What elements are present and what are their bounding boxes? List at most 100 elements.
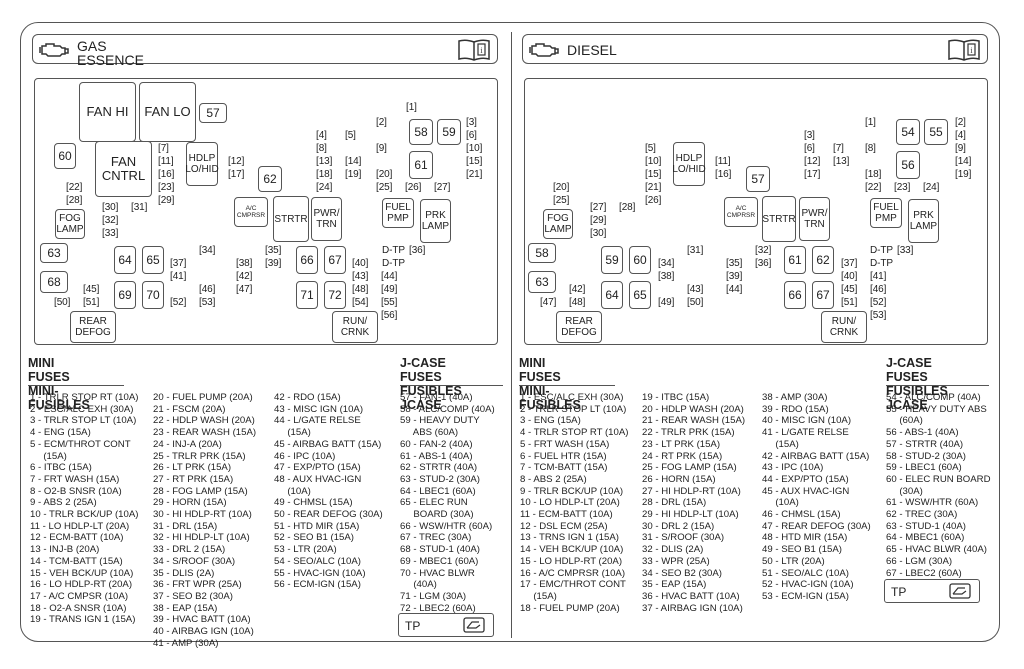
diesel-title: DIESEL — [567, 42, 617, 58]
gas-title: GAS ESSENCE — [77, 38, 144, 68]
fuse-legend-entry: 37 - SEO B2 (30A) — [153, 590, 233, 602]
fuse-legend-entry: 46 - CHMSL (15A) — [762, 509, 841, 521]
fuse-legend-entry: (40A) — [400, 579, 437, 591]
mini-fuse-39: [39] — [726, 271, 743, 282]
mini-fuse-48: [48] — [352, 284, 369, 295]
fuse-legend-entry: 26 - LT PRK (15A) — [153, 462, 232, 474]
fuse-63: 63 — [528, 271, 556, 293]
fuse-legend-entry: (10A) — [274, 485, 311, 497]
fuse-legend-entry: 23 - REAR WASH (15A) — [153, 427, 257, 439]
fuse-legend-entry: (15A) — [762, 438, 799, 450]
engine-icon — [529, 43, 559, 57]
mini-fuse-29: [29] — [590, 215, 607, 226]
mini-fuse-21: [21] — [645, 182, 662, 193]
mini-fuse-23: [23] — [894, 182, 911, 193]
mini-fuse-43: [43] — [352, 271, 369, 282]
fuse-legend-entry: 27 - RT PRK (15A) — [153, 473, 234, 485]
mini-fuse-53: [53] — [870, 310, 887, 321]
fuse-legend-entry: 22 - HDLP WASH (20A) — [153, 415, 255, 427]
fuse-legend-entry: 1 - TRLR STOP RT (10A) — [30, 392, 139, 403]
relay-fuel-pmp: FUEL PMP — [870, 198, 902, 228]
fuse-legend-entry: 70 - HVAC BLWR — [400, 567, 475, 579]
fuse-legend-entry: 3 - TRLR STOP LT (10A) — [30, 415, 137, 427]
mini-fuse-42: [42] — [569, 284, 586, 295]
fuse-55: 55 — [924, 119, 948, 145]
fuse-legend-entry: 21 - REAR WASH (15A) — [642, 415, 746, 427]
fuse-legend-entry: 37 - AIRBAG IGN (10A) — [642, 602, 743, 614]
mini-fuse-16: [16] — [158, 169, 175, 180]
fuse-legend-entry: 67 - TREC (30A) — [400, 532, 472, 544]
fuse-71: 71 — [296, 281, 318, 309]
mini-fuse-40: [40] — [352, 258, 369, 269]
mini-fuse-17: [17] — [228, 169, 245, 180]
fuse-66: 66 — [296, 246, 318, 274]
mini-fuse-24: [24] — [923, 182, 940, 193]
fuse-legend-entry: 26 - HORN (15A) — [642, 473, 716, 485]
fuse-legend-entry: 62 - TREC (30A) — [886, 509, 958, 521]
mini-fuse-18: [18] — [316, 169, 333, 180]
mini-fuse-34: [34] — [199, 245, 216, 256]
fuse-61: 61 — [784, 246, 806, 274]
mini-fuse-42: [42] — [236, 271, 253, 282]
mini-fuse-5: [5] — [345, 130, 356, 141]
fuse-legend-entry: 29 - HI HDLP-LT (10A) — [642, 509, 739, 521]
gas-tp-box: TP — [398, 613, 494, 637]
gas-fuse-list-2: 20 - FUEL PUMP (20A)21 - FSCM (20A)22 - … — [153, 392, 256, 649]
fuse-legend-entry: 42 - AIRBAG BATT (15A) — [762, 450, 870, 462]
fuse-legend-entry: 24 - RT PRK (15A) — [642, 450, 723, 462]
fuse-legend-entry: 2 - ESC/ALC EXH (30A) — [30, 403, 134, 415]
fuse-legend-entry: 41 - AMP (30A) — [153, 637, 219, 649]
gas-fuse-list-3: 42 - RDO (15A)43 - MISC IGN (10A)44 - L/… — [274, 392, 383, 591]
mini-fuse-14: [14] — [955, 156, 972, 167]
fuse-legend-entry: 18 - O2-A SNSR (10A) — [30, 602, 127, 614]
fuse-legend-entry: 44 - L/GATE RELSE — [274, 415, 361, 427]
fuse-59: 59 — [601, 246, 623, 274]
mini-fuse-25: [25] — [376, 182, 393, 193]
fuse-60: 60 — [629, 246, 651, 274]
fuse-legend-entry: 59 - LBEC1 (60A) — [886, 462, 962, 474]
fuse-legend-entry: 20 - FUEL PUMP (20A) — [153, 392, 253, 403]
mini-fuse-19: [19] — [955, 169, 972, 180]
fuse-legend-entry: 9 - ABS 2 (25A) — [30, 497, 97, 509]
fuse-72: 72 — [324, 281, 346, 309]
fuse-legend-entry: BOARD (30A) — [400, 509, 474, 521]
mini-fuse-2: [2] — [376, 117, 387, 128]
fuse-legend-entry: 9 - TRLR BCK/UP (10A) — [520, 485, 624, 497]
fuse-legend-entry: 39 - RDO (15A) — [762, 403, 829, 415]
fuse-legend-entry: 71 - LGM (30A) — [400, 590, 467, 602]
fuse-legend-entry: 13 - TRNS IGN 1 (15A) — [520, 532, 619, 544]
fuse-legend-entry: 33 - DRL 2 (15A) — [153, 544, 226, 556]
fuse-legend-entry: 52 - HVAC-IGN (10A) — [762, 579, 854, 591]
fuse-legend-entry: 36 - FRT WPR (25A) — [153, 579, 242, 591]
fuse-puller-icon — [949, 583, 971, 599]
underline — [519, 385, 615, 386]
fuse-legend-entry: 56 - ECM-IGN (15A) — [274, 579, 361, 591]
fuse-legend-entry: 64 - LBEC1 (60A) — [400, 485, 476, 497]
manual-book-icon: i — [458, 39, 490, 61]
fuse-legend-entry: (30A) — [886, 485, 923, 497]
mini-fuse-47: [47] — [236, 284, 253, 295]
fuse-legend-entry: 49 - SEO B1 (15A) — [762, 544, 842, 556]
fuse-legend-entry: 2 - TRLR STOP LT (10A) — [520, 403, 627, 415]
fuse-58: 58 — [528, 243, 556, 263]
mini-fuse-34: [34] — [658, 258, 675, 269]
diesel-fuse-list-2: 19 - ITBC (15A)20 - HDLP WASH (20A)21 - … — [642, 392, 745, 614]
fuse-legend-entry: 8 - O2-B SNSR (10A) — [30, 485, 122, 497]
fuse-legend-entry: (15A) — [520, 590, 557, 602]
fuse-62: 62 — [258, 166, 282, 192]
mini-fuse-13: [13] — [833, 156, 850, 167]
mini-fuse-52: [52] — [170, 297, 187, 308]
relay-run-crnk: RUN/ CRNK — [332, 311, 378, 343]
mini-fuse-26: [26] — [405, 182, 422, 193]
fuse-legend-entry: (15A) — [30, 450, 67, 462]
mini-fuse-54: [54] — [352, 297, 369, 308]
fuse-61: 61 — [409, 151, 433, 179]
fuse-69: 69 — [114, 281, 136, 309]
fuse-legend-entry: 50 - REAR DEFOG (30A) — [274, 509, 383, 521]
mini-fuse-15: [15] — [466, 156, 483, 167]
diesel-tp-box: TP — [884, 579, 980, 603]
mini-fuse-51: [51] — [83, 297, 100, 308]
mini-fuse-3: [3] — [466, 117, 477, 128]
mini-fuse-49: [49] — [658, 297, 675, 308]
fuse-legend-entry: (10A) — [762, 497, 799, 509]
